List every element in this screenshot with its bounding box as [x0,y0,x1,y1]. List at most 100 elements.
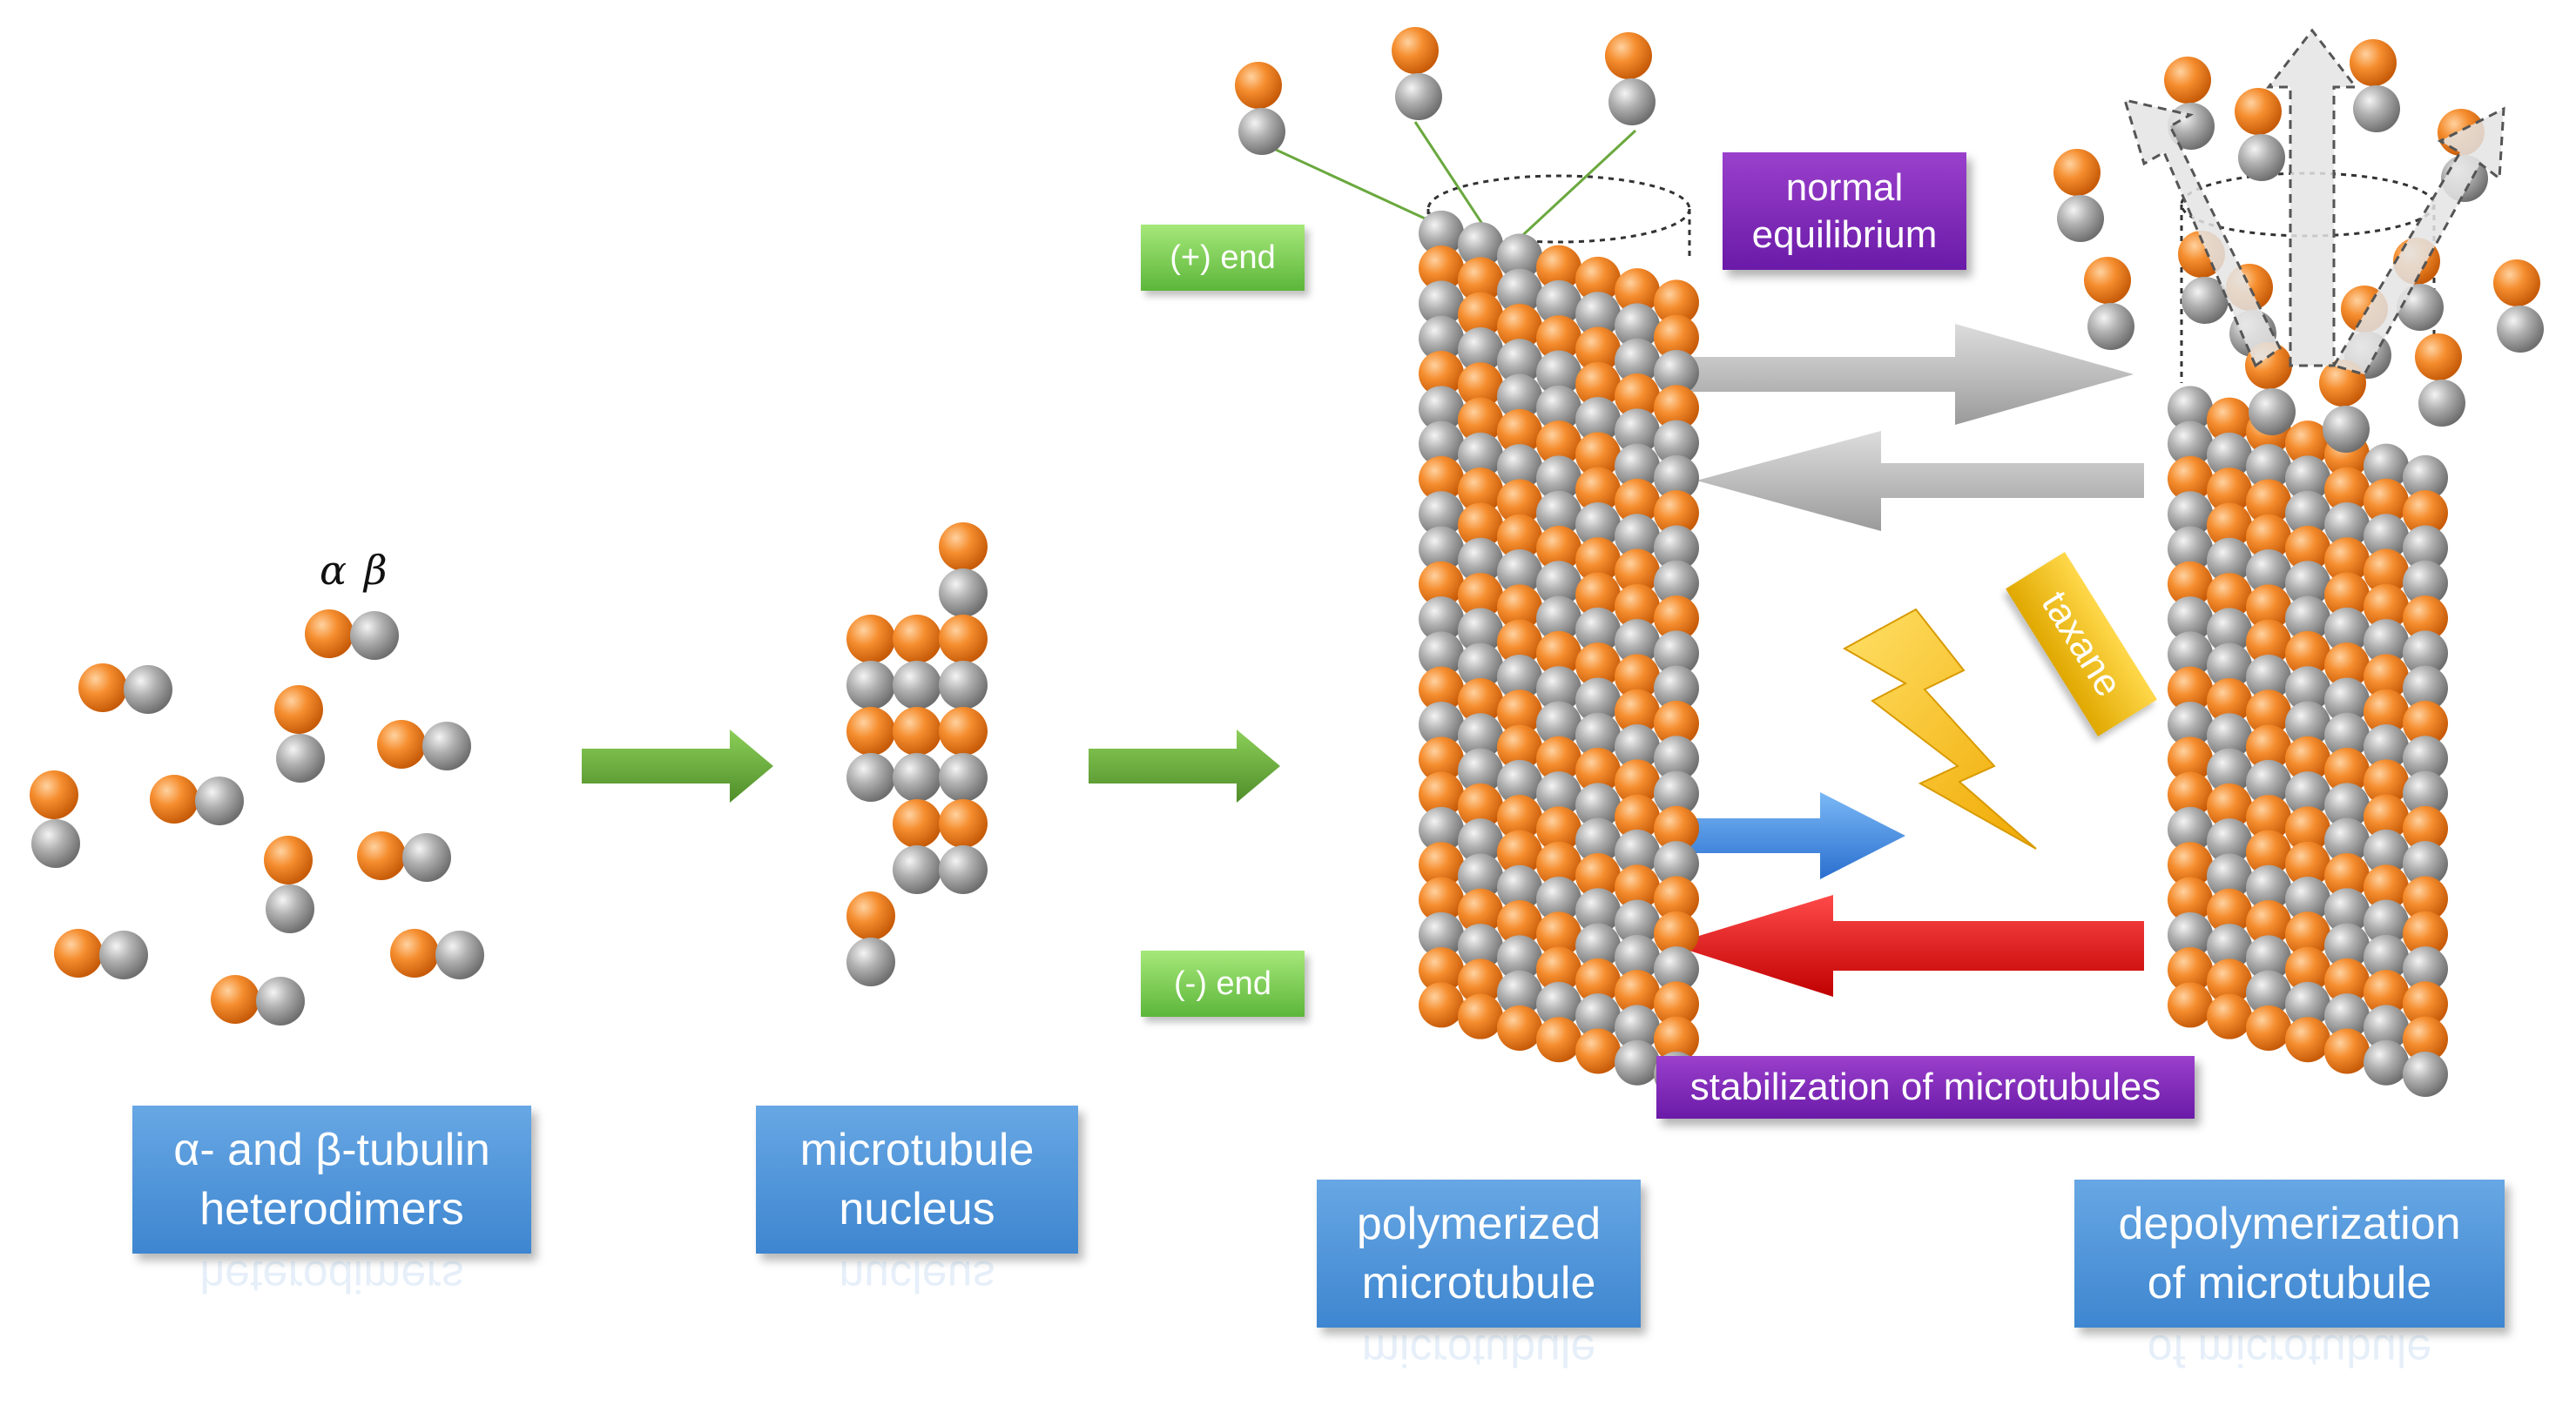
alpha-tubulin-sphere [2364,478,2409,524]
alpha-tubulin-sphere [1497,724,1542,770]
beta-tubulin-sphere [2324,993,2370,1039]
beta-tubulin-sphere [2324,712,2370,758]
beta-tubulin-sphere [2403,454,2448,501]
beta-tubulin-sphere [2364,514,2409,560]
alpha-tubulin-sphere [1654,385,1699,431]
polymerized-caption-line2: microtubule [1361,1258,1596,1308]
alpha-tubulin-sphere [2168,947,2213,993]
beta-tubulin-sphere [124,665,172,714]
beta-tubulin-sphere [2238,134,2285,181]
beta-tubulin-sphere [266,884,314,933]
beta-tubulin-sphere [2285,981,2330,1027]
alpha-tubulin-sphere [2235,88,2282,135]
alpha-tubulin-sphere [893,615,941,663]
alpha-tubulin-sphere [846,615,895,663]
alpha-tubulin-sphere [2285,736,2330,782]
alpha-tubulin-sphere [1536,806,1581,852]
alpha-tubulin-sphere [2285,841,2330,887]
alpha-tubulin-sphere [1536,630,1581,676]
beta-tubulin-sphere [2168,526,2213,572]
alpha-tubulin-sphere [1458,362,1503,408]
alpha-tubulin-sphere [1536,420,1581,467]
normal-equilibrium-line1: normal [1785,165,1904,209]
alpha-tubulin-sphere [2324,748,2370,794]
alpha-tubulin-sphere [1419,561,1464,607]
alpha-tubulin-sphere [2364,970,2409,1016]
taxane-blue-arrow [1681,792,1905,879]
alpha-tubulin-sphere [1458,502,1503,548]
alpha-tubulin-sphere [1575,1028,1621,1074]
beta-tubulin-sphere [2364,619,2409,665]
microtubule-nucleus-spheres [846,522,988,986]
beta-tubulin-sphere [2168,631,2213,677]
alpha-tubulin-sphere [2207,397,2252,443]
alpha-tubulin-sphere [1235,62,1282,109]
polymerized-caption: polymerized microtubule [1317,1180,1641,1328]
beta-tubulin-sphere [2324,817,2370,864]
beta-tubulin-sphere [350,611,399,660]
alpha-tubulin-sphere [1575,642,1621,689]
beta-tubulin-sphere [2403,560,2448,606]
beta-tubulin-sphere [1575,677,1621,723]
alpha-tubulin-sphere [1458,573,1503,619]
heterodimers-caption-line1: α- and β-tubulin [173,1125,490,1175]
alpha-tubulin-sphere [1497,830,1542,876]
beta-tubulin-sphere [1536,771,1581,817]
alpha-tubulin-sphere [1419,842,1464,888]
alpha-tubulin-sphere [1575,256,1621,302]
beta-tubulin-sphere [2207,748,2252,794]
beta-tubulin-sphere [2324,677,2370,723]
arrow-to-polymer [1089,730,1280,803]
alpha-tubulin-sphere [1419,982,1464,1028]
alpha-tubulin-sphere [1615,794,1660,840]
alpha-tubulin-sphere [2364,759,2409,805]
beta-tubulin-sphere [1419,386,1464,432]
stabilization-red-arrow [1670,895,2144,997]
alpha-tubulin-sphere [1419,947,1464,993]
beta-tubulin-sphere [1615,408,1660,454]
beta-tubulin-sphere [2207,432,2252,478]
beta-tubulin-sphere [1497,268,1542,314]
alpha-tubulin-sphere [1536,911,1581,958]
alpha-tubulin-sphere [1615,478,1660,524]
alpha-tubulin-sphere [1654,700,1699,746]
alpha-tubulin-sphere [1458,467,1503,514]
alpha-tubulin-sphere [1654,314,1699,360]
minus-end-label: (-) end [1141,951,1305,1017]
beta-tubulin-sphere [1615,514,1660,560]
alpha-tubulin-sphere [2403,490,2448,536]
beta-tubulin-sphere [2246,864,2291,911]
alpha-tubulin-sphere [1615,689,1660,735]
equilibrium-forward-arrow [1685,324,2134,425]
alpha-tubulin-sphere [1536,1017,1581,1063]
beta-tubulin-sphere [1615,1039,1660,1086]
beta-tubulin-sphere [2207,818,2252,864]
beta-tubulin-sphere [2403,665,2448,711]
stabilization-label: stabilization of microtubules [1656,1056,2195,1119]
alpha-tubulin-sphere [2403,911,2448,957]
alpha-tubulin-sphere [2403,981,2448,1027]
alpha-tubulin-sphere [2168,455,2213,501]
alpha-tubulin-sphere [1458,257,1503,303]
beta-tubulin-sphere [2364,1039,2409,1086]
alpha-tubulin-sphere [211,975,260,1024]
alpha-tubulin-sphere [1654,595,1699,642]
alpha-tubulin-sphere [2168,561,2213,607]
beta-tubulin-sphere [1575,292,1621,338]
alpha-tubulin-sphere [1419,771,1464,817]
alpha-tubulin-sphere [846,707,895,756]
beta-tubulin-sphere [939,661,988,710]
alpha-tubulin-sphere [2246,795,2291,841]
beta-tubulin-sphere [1497,864,1542,911]
alpha-tubulin-sphere [1536,245,1581,291]
beta-tubulin-sphere [1536,877,1581,922]
beta-tubulin-sphere [2207,713,2252,759]
beta-tubulin-sphere [846,753,895,802]
beta-tubulin-sphere [2364,829,2409,875]
alpha-tubulin-sphere [1615,970,1660,1016]
alpha-tubulin-sphere [1497,619,1542,665]
beta-tubulin-sphere [1575,783,1621,829]
alpha-tubulin-sphere [2246,724,2291,770]
alpha-tubulin-sphere [2168,771,2213,817]
alpha-tubulin-sphere [2493,259,2540,306]
